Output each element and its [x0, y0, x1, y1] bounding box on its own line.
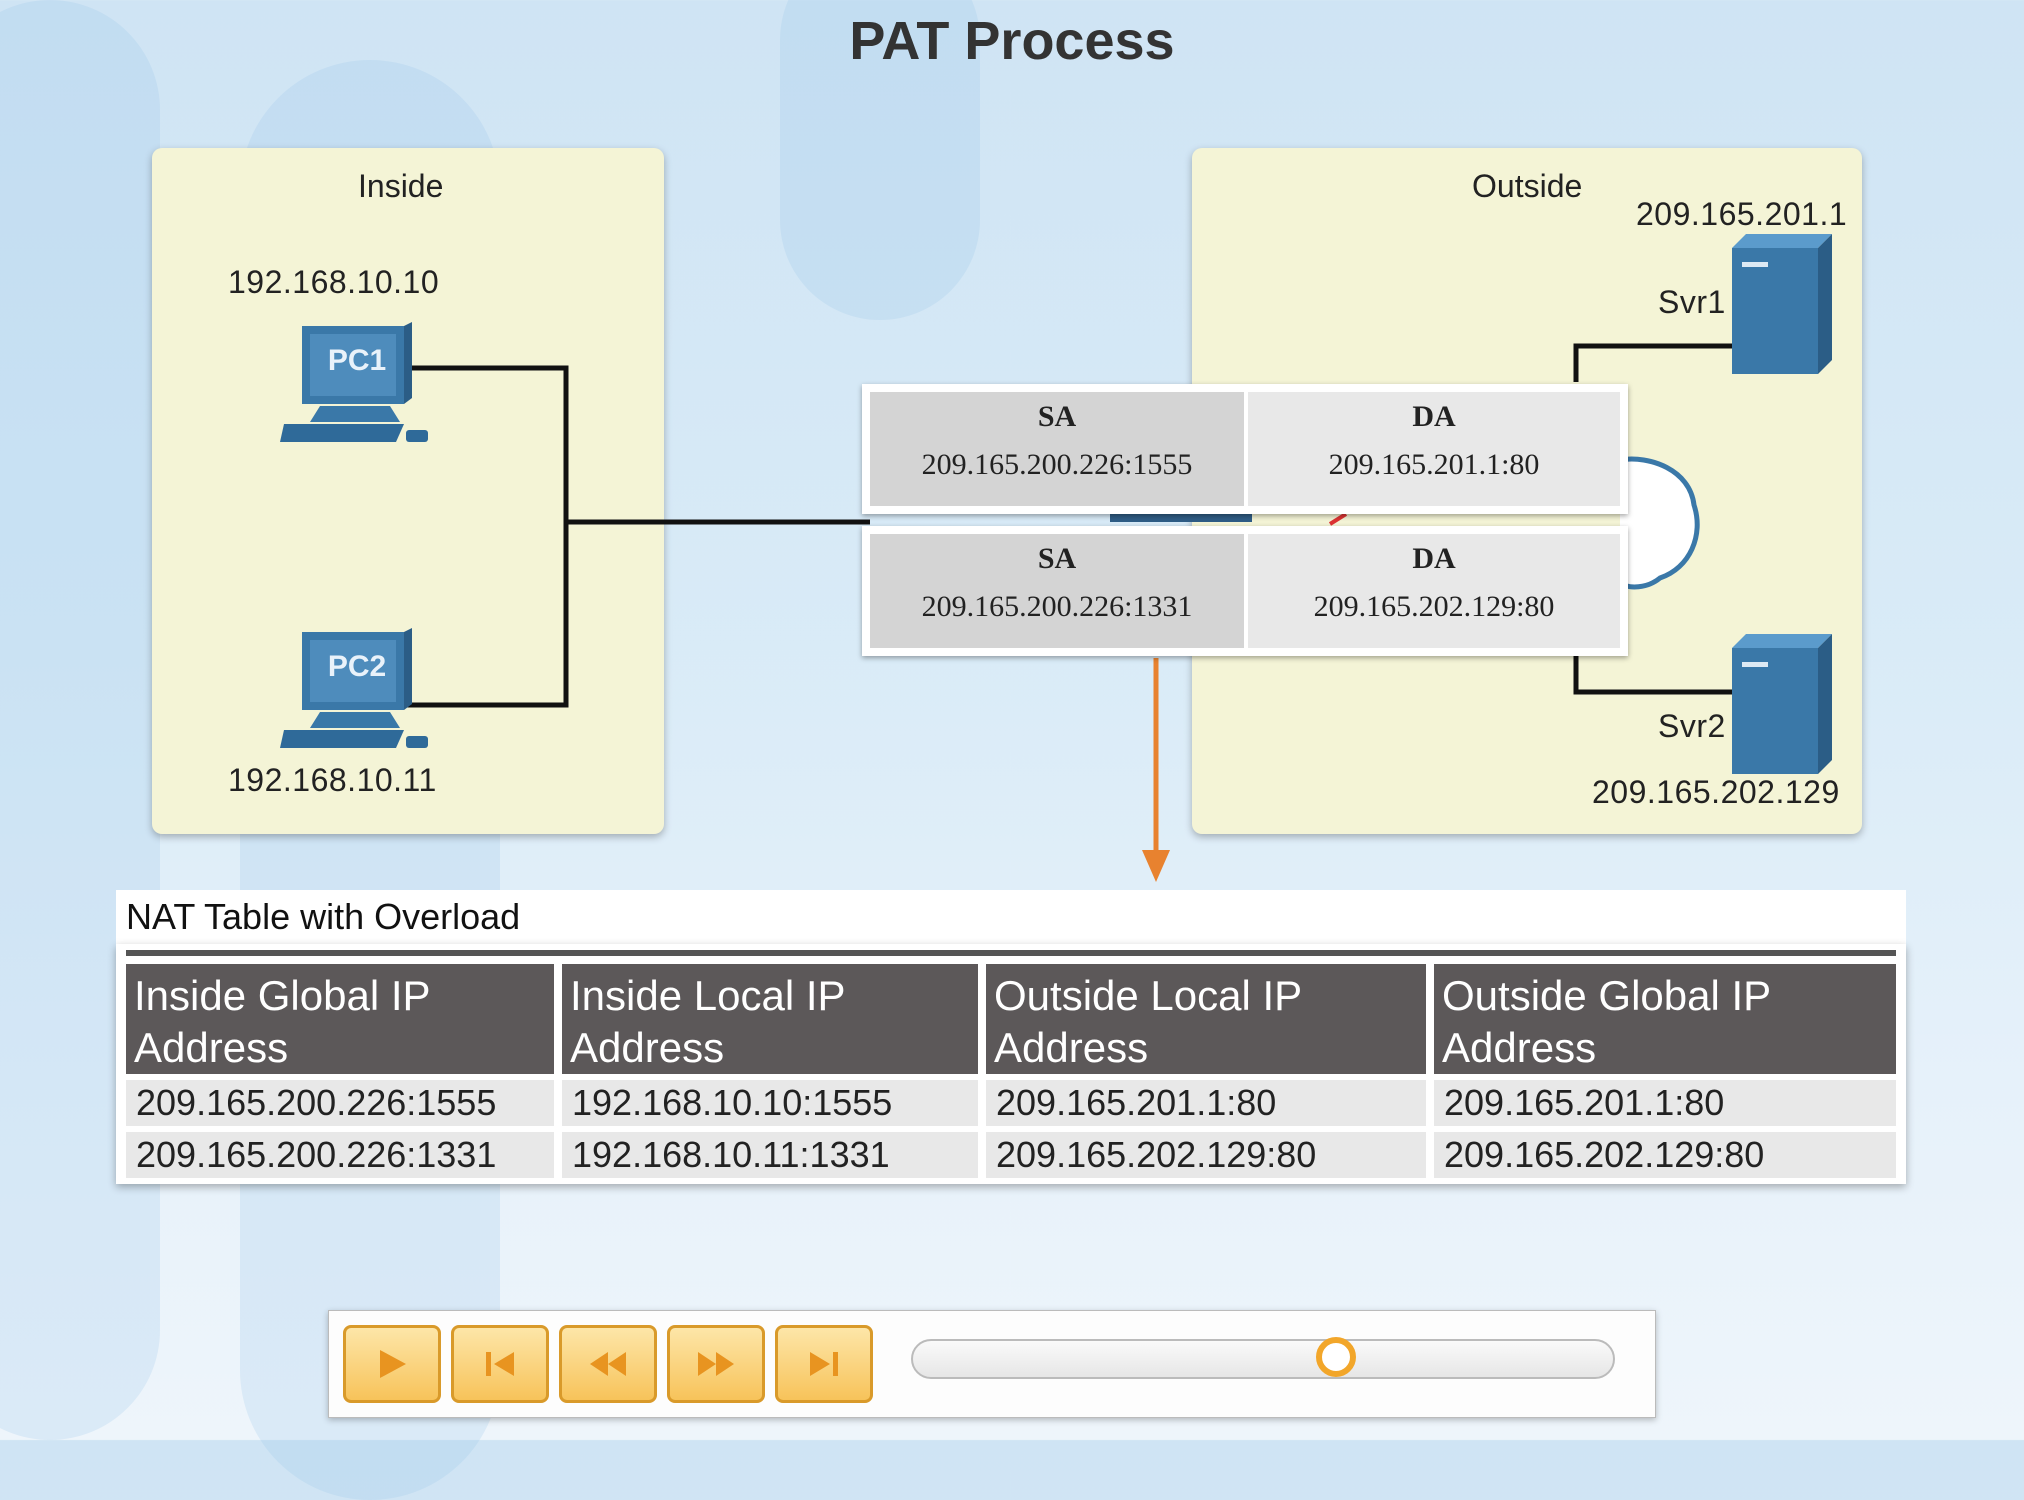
computer-icon: [280, 322, 428, 442]
svr1-device[interactable]: [1732, 234, 1832, 381]
packet-source-address: SA 209.165.200.226:1555: [870, 392, 1244, 506]
header-line: Address: [1442, 1024, 1597, 1071]
server-icon: [1732, 634, 1832, 774]
playback-controls: [328, 1310, 1656, 1418]
svr2-name: Svr2: [1658, 708, 1726, 744]
server-icon: [1732, 234, 1832, 374]
packet-destination-address: DA 209.165.201.1:80: [1248, 392, 1620, 506]
da-value: 209.165.201.1:80: [1328, 448, 1540, 481]
header-line: Outside Local IP: [994, 972, 1303, 1019]
pc-links: [402, 365, 569, 708]
packet-destination-address: DA 209.165.202.129:80: [1248, 534, 1620, 648]
header-line: Address: [570, 1024, 725, 1071]
table-cell: 209.165.200.226:1555: [126, 1080, 554, 1126]
sa-label: SA: [1037, 542, 1077, 575]
packet-source-address: SA 209.165.200.226:1331: [870, 534, 1244, 648]
header-line: Address: [994, 1024, 1149, 1071]
pc1-device[interactable]: PC1: [280, 322, 440, 451]
last-step-button[interactable]: [775, 1325, 873, 1403]
da-label: DA: [1412, 400, 1456, 433]
header-inside-global: Inside Global IP Address: [126, 964, 554, 1074]
progress-slider[interactable]: [911, 1337, 1615, 1379]
pc1-ip: 192.168.10.10: [228, 264, 440, 300]
inside-label: Inside: [358, 168, 444, 204]
down-arrow-icon: [1142, 850, 1170, 882]
skip-to-end-icon: [810, 1352, 838, 1376]
svr2-device[interactable]: [1732, 634, 1832, 781]
table-cell: 192.168.10.10:1555: [562, 1080, 978, 1126]
inside-zone: [152, 148, 664, 834]
pc2-ip: 192.168.10.11: [228, 762, 437, 798]
computer-icon: [280, 628, 428, 748]
svr2-ip: 209.165.202.129: [1592, 774, 1840, 810]
header-line: Address: [134, 1024, 289, 1071]
table-cell: 209.165.201.1:80: [1434, 1080, 1896, 1126]
background-stripe: [0, 0, 160, 1440]
slider-handle[interactable]: [1316, 1337, 1356, 1377]
nat-table-title-bar: NAT Table with Overload: [116, 890, 1906, 946]
sa-value: 209.165.200.226:1555: [921, 448, 1193, 481]
cloud-icon: [1618, 456, 1700, 590]
packet-1: SA 209.165.200.226:1555 DA 209.165.201.1…: [862, 384, 1628, 514]
table-cell: 209.165.202.129:80: [986, 1132, 1426, 1178]
page-title: PAT Process: [849, 11, 1175, 71]
header-outside-local: Outside Local IP Address: [986, 964, 1426, 1074]
table-cell: 209.165.202.129:80: [1434, 1132, 1896, 1178]
first-step-button[interactable]: [451, 1325, 549, 1403]
packet-2: SA 209.165.200.226:1331 DA 209.165.202.1…: [862, 526, 1628, 656]
rewind-icon: [590, 1352, 626, 1376]
sa-label: SA: [1037, 400, 1077, 433]
sa-value: 209.165.200.226:1331: [921, 590, 1193, 623]
play-icon: [380, 1350, 406, 1378]
svr2-link: [1573, 655, 1736, 695]
svr1-ip: 209.165.201.1: [1636, 196, 1848, 232]
table-cell: 209.165.200.226:1331: [126, 1132, 554, 1178]
da-value: 209.165.202.129:80: [1313, 590, 1555, 623]
header-line: Inside Global IP: [134, 972, 431, 1019]
rewind-button[interactable]: [559, 1325, 657, 1403]
header-inside-local: Inside Local IP Address: [562, 964, 978, 1074]
pc2-device[interactable]: PC2: [280, 628, 440, 757]
background-stripe: [780, 0, 980, 320]
svr1-name: Svr1: [1658, 284, 1726, 320]
da-label: DA: [1412, 542, 1456, 575]
router-mark: [1328, 512, 1348, 526]
outside-label: Outside: [1472, 168, 1583, 204]
network-links: [402, 343, 1736, 882]
nat-table-title: NAT Table with Overload: [126, 896, 521, 937]
fast-forward-icon: [698, 1352, 734, 1376]
fast-forward-button[interactable]: [667, 1325, 765, 1403]
nat-table: Inside Global IP Address Inside Local IP…: [116, 944, 1906, 1184]
table-divider: [126, 950, 1896, 956]
play-button[interactable]: [343, 1325, 441, 1403]
header-line: Inside Local IP: [570, 972, 846, 1019]
svr1-link: [1573, 343, 1736, 382]
header-line: Outside Global IP: [1442, 972, 1772, 1019]
table-cell: 209.165.201.1:80: [986, 1080, 1426, 1126]
header-outside-global: Outside Global IP Address: [1434, 964, 1896, 1074]
pc1-name: PC1: [327, 344, 387, 377]
pc2-name: PC2: [327, 650, 387, 683]
table-cell: 192.168.10.11:1331: [562, 1132, 978, 1178]
skip-to-start-icon: [486, 1352, 514, 1376]
